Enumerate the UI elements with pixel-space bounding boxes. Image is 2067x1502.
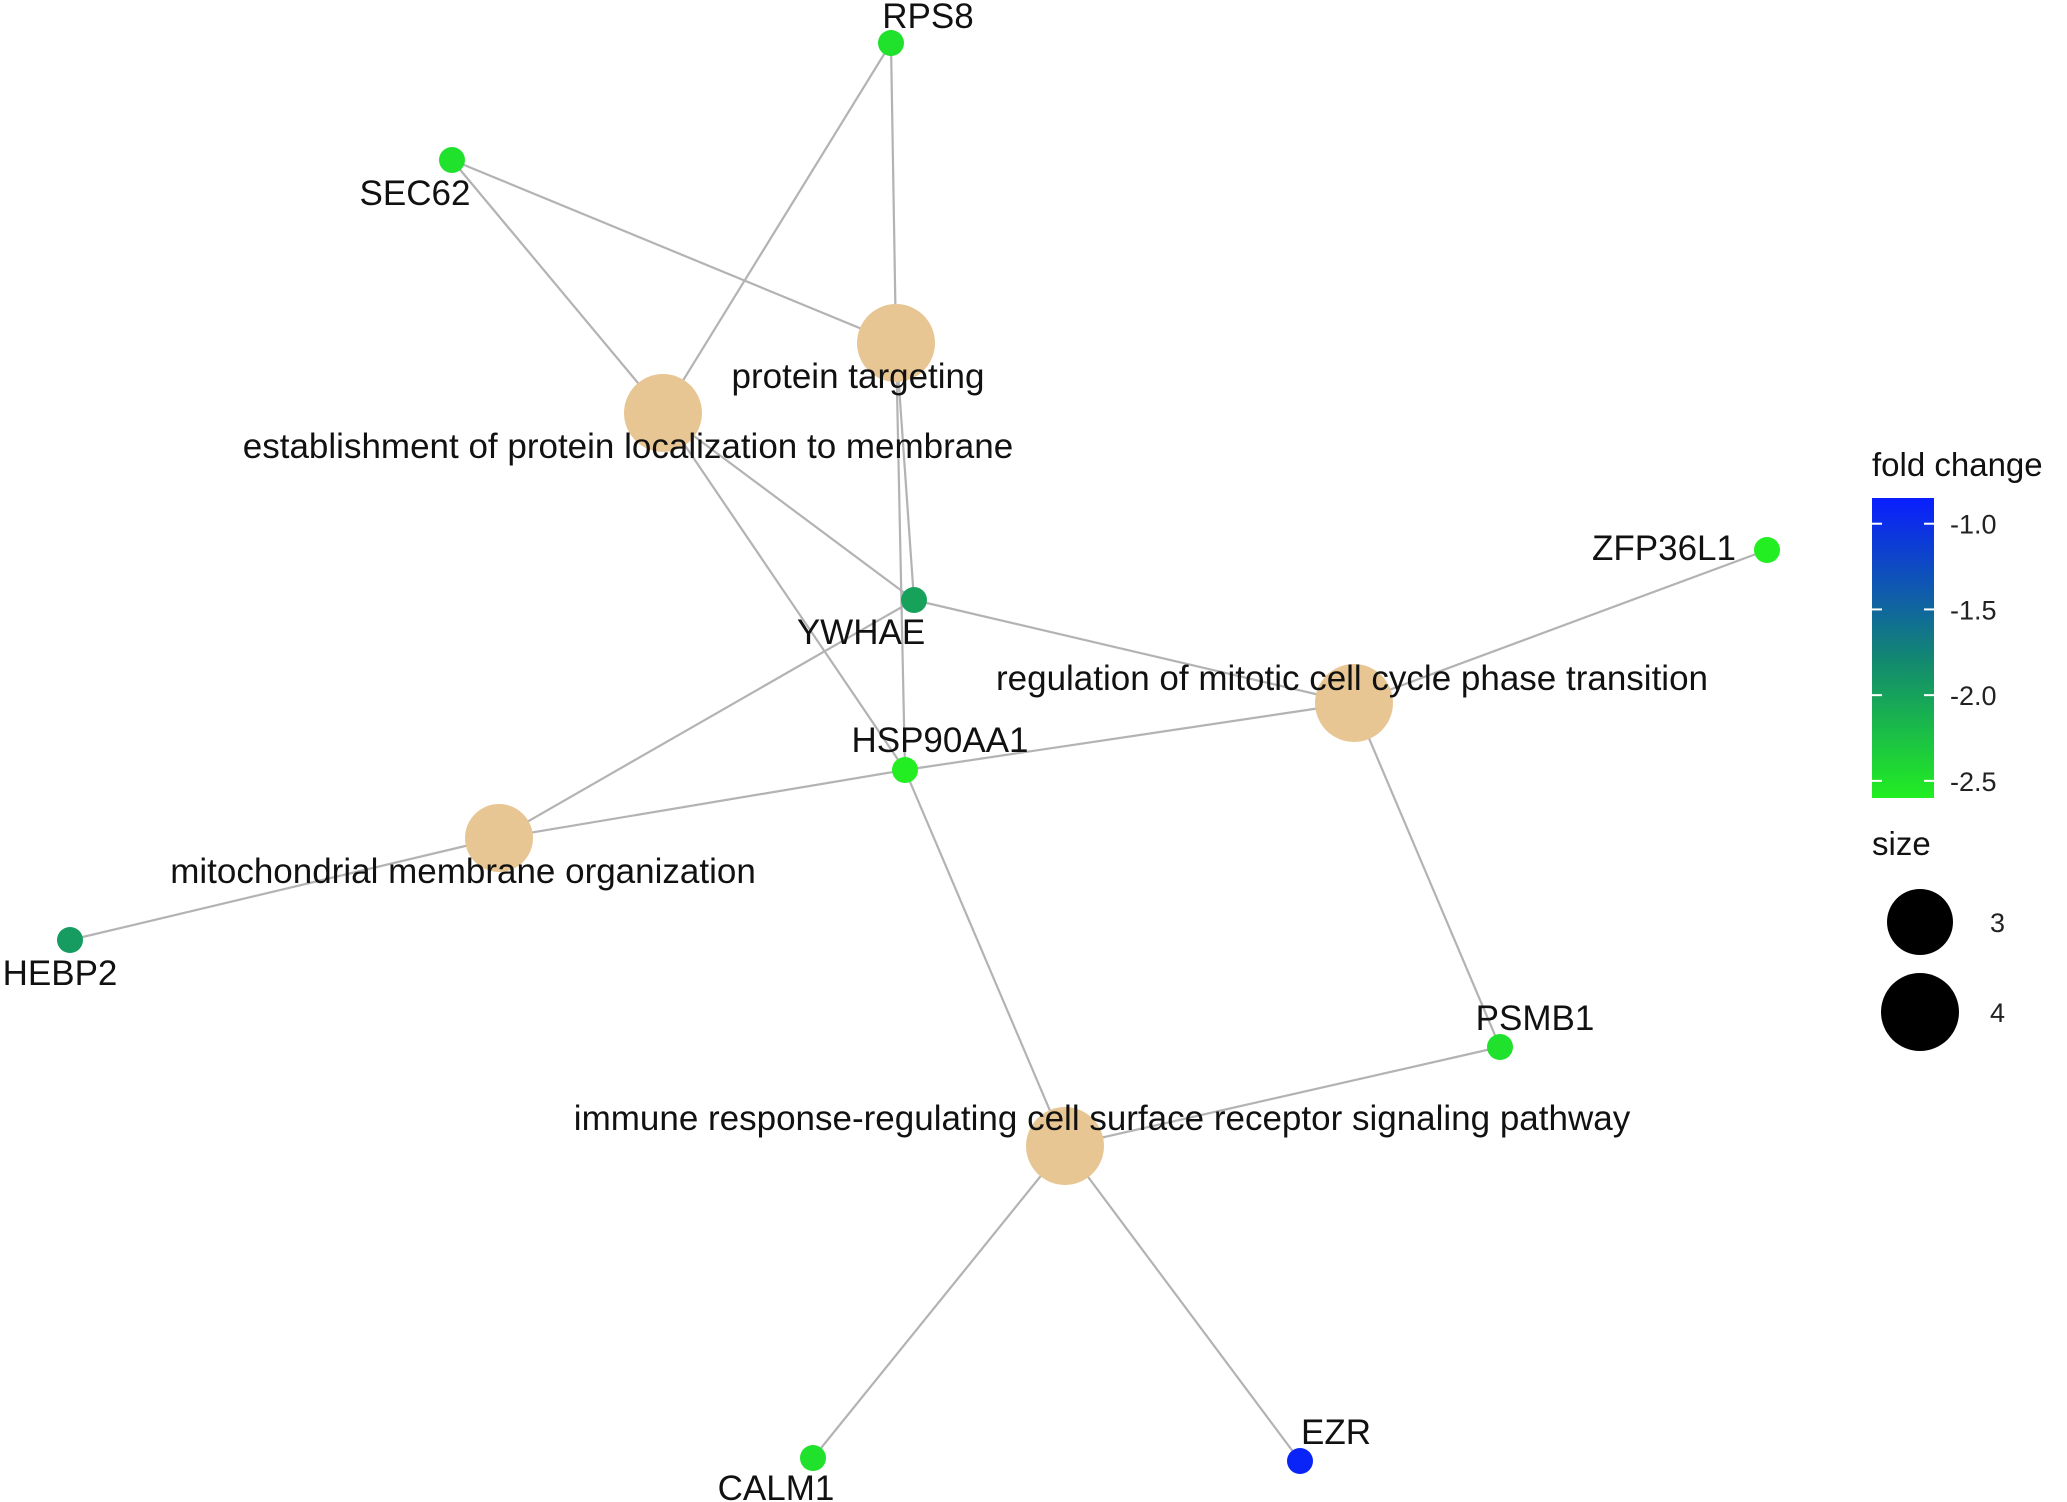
edge-t_rm-g_psmb1 bbox=[1352, 702, 1502, 1048]
edge-layer bbox=[69, 42, 1768, 1462]
size-legend-label: 3 bbox=[1990, 908, 2005, 938]
edge-g_rps8-t_ep bbox=[662, 42, 892, 414]
edge-g_ywhae-t_rm bbox=[913, 598, 1355, 705]
gene-node-hsp90aa1 bbox=[892, 757, 918, 783]
term-label: mitochondrial membrane organization bbox=[170, 852, 756, 891]
edge-t_ep-g_hsp bbox=[662, 412, 906, 771]
gene-node-calm1 bbox=[800, 1445, 826, 1471]
term-label: regulation of mitotic cell cycle phase t… bbox=[996, 659, 1708, 698]
edge-g_hsp-t_mm bbox=[498, 768, 906, 840]
edge-g_psmb1-t_ir bbox=[1064, 1045, 1501, 1148]
gene-label: RPS8 bbox=[882, 0, 973, 36]
gene-label: ZFP36L1 bbox=[1592, 529, 1736, 568]
fold-change-legend-title: fold change bbox=[1872, 446, 2043, 483]
term-node-t_mm bbox=[465, 804, 533, 872]
colorbar-tick-label: -1.0 bbox=[1950, 510, 1997, 540]
size-legend-title: size bbox=[1872, 825, 1931, 862]
term-label: establishment of protein localization to… bbox=[243, 427, 1013, 466]
legend: fold change -1.0-1.5-2.0-2.5 size 34 bbox=[1872, 446, 2043, 1051]
size-legend-circle-4 bbox=[1881, 973, 1959, 1051]
term-node-t_ir bbox=[1026, 1107, 1104, 1185]
fold-change-colorbar bbox=[1872, 498, 1934, 798]
gene-node-ywhae bbox=[901, 587, 927, 613]
gene-node-psmb1 bbox=[1487, 1034, 1513, 1060]
gene-node-rps8 bbox=[878, 30, 904, 56]
gene-label: HEBP2 bbox=[3, 954, 118, 993]
size-legend-label: 4 bbox=[1990, 998, 2005, 1028]
gene-node-sec62 bbox=[439, 147, 465, 173]
gene-label: EZR bbox=[1301, 1413, 1371, 1452]
size-legend-circle-3 bbox=[1887, 889, 1953, 955]
edge-t_ir-g_ezr bbox=[1064, 1145, 1301, 1462]
edge-g_rps8-t_pt bbox=[889, 42, 898, 344]
colorbar-tick-label: -1.5 bbox=[1950, 595, 1997, 625]
term-label: immune response-regulating cell surface … bbox=[574, 1099, 1631, 1138]
gene-node-hebp2 bbox=[57, 927, 83, 953]
gene-label: YWHAE bbox=[797, 613, 925, 652]
colorbar-tick-label: -2.0 bbox=[1950, 681, 1997, 711]
label-layer: protein targeting establishment of protei… bbox=[3, 0, 1736, 1502]
edge-g_sec62-t_pt bbox=[451, 158, 897, 345]
edge-t_ep-g_ywhae bbox=[662, 412, 915, 601]
edge-g_hsp-t_rm bbox=[904, 701, 1355, 772]
term-node-t_ep bbox=[624, 374, 702, 452]
term-label: protein targeting bbox=[732, 357, 985, 396]
edge-t_mm-g_hebp2 bbox=[69, 836, 500, 942]
gene-label: CALM1 bbox=[718, 1469, 835, 1502]
term-node-t_pt bbox=[857, 304, 935, 382]
colorbar-tick-label: -2.5 bbox=[1950, 767, 1997, 797]
gene-label: SEC62 bbox=[360, 174, 471, 213]
colorbar-ticks: -1.0 -1.5 -2.0 -2.5 bbox=[1872, 510, 1997, 797]
node-layer bbox=[57, 30, 1780, 1474]
edge-g_zfp-t_rm bbox=[1353, 548, 1768, 705]
edge-t_pt-g_ywhae bbox=[894, 342, 916, 601]
size-legend-entries: 34 bbox=[1881, 889, 2005, 1051]
gene-label: HSP90AA1 bbox=[851, 721, 1028, 760]
edge-t_ir-g_calm1 bbox=[812, 1145, 1066, 1459]
term-node-t_rm bbox=[1315, 664, 1393, 742]
edge-g_sec62-t_ep bbox=[451, 159, 664, 414]
gene-label: PSMB1 bbox=[1476, 999, 1595, 1038]
edge-g_hsp-t_ir bbox=[903, 769, 1067, 1147]
gene-node-zfp36l1 bbox=[1754, 537, 1780, 563]
gene-node-ezr bbox=[1287, 1448, 1313, 1474]
edge-t_pt-g_hsp bbox=[894, 342, 907, 771]
edge-g_ywhae-t_mm bbox=[498, 599, 915, 839]
